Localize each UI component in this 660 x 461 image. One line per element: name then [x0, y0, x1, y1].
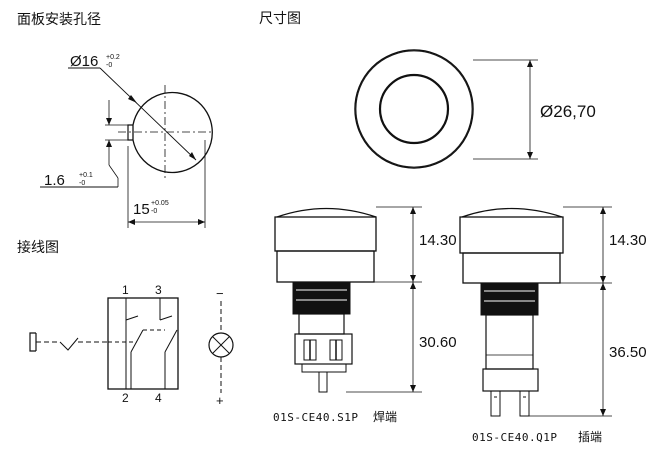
panel-cutout-title: 面板安装孔径	[17, 12, 101, 28]
lamp-minus-label: −	[216, 286, 224, 301]
svg-text:+0.1: +0.1	[79, 172, 93, 179]
pin-2-label: 2	[122, 391, 129, 405]
terminal-type-solder: 焊端	[373, 410, 398, 424]
pin-4-label: 4	[155, 391, 162, 405]
keyway-label: 1.6	[44, 172, 65, 189]
dimension-drawing-title: 尺寸图	[259, 11, 301, 27]
wiring-diagram-title: 接线图	[17, 240, 59, 256]
part-number-solder: 01S-CE40.S1P	[273, 411, 359, 424]
keyway-notch	[127, 124, 133, 141]
panel-cutout-drawing: Ø16 +0.2 -0 1.6 +0.1 -0 15 +0.05	[40, 53, 214, 228]
pin-1-label: 1	[122, 283, 129, 297]
part-number-quick: 01S-CE40.Q1P	[472, 431, 558, 444]
flat-width-label: 15	[133, 201, 150, 218]
side-view-solder: 14.30 30.60	[274, 206, 457, 393]
wiring-schematic: 1 3 2 4 − +	[29, 283, 234, 408]
pin-3-label: 3	[155, 283, 162, 297]
svg-text:-0: -0	[79, 180, 85, 187]
terminal-type-quick: 插端	[578, 430, 603, 444]
svg-text:+0.2: +0.2	[106, 54, 120, 61]
top-view-drawing: Ø26,70	[354, 49, 596, 169]
solder-body-height: 30.60	[419, 334, 457, 351]
side-view-quick: 14.30 36.50	[459, 206, 647, 417]
cutout-outline	[132, 91, 213, 174]
top-diameter-label: Ø26,70	[540, 102, 596, 121]
quick-head-height: 14.30	[609, 232, 647, 249]
svg-text:-0: -0	[151, 208, 157, 215]
solder-head-height: 14.30	[419, 232, 457, 249]
cutout-diameter-label: Ø16	[70, 53, 98, 70]
quick-body-height: 36.50	[609, 344, 647, 361]
svg-text:-0: -0	[106, 62, 112, 69]
svg-text:+0.05: +0.05	[151, 200, 169, 207]
lamp-plus-label: +	[216, 393, 224, 408]
